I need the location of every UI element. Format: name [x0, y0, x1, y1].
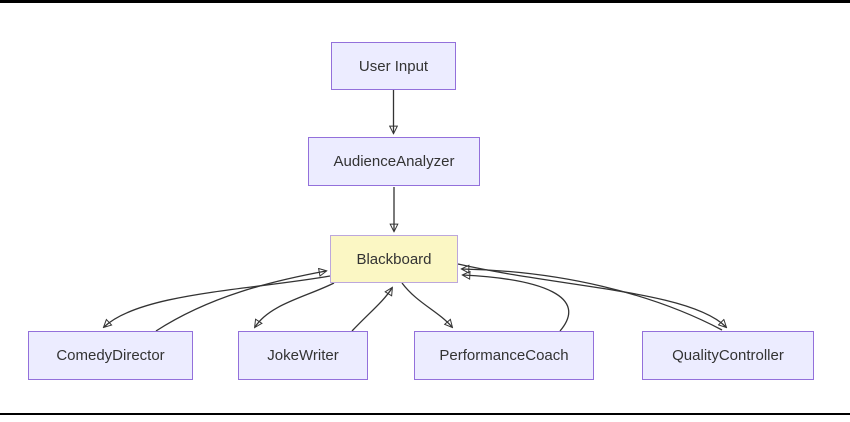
node-performance-coach: PerformanceCoach	[414, 331, 594, 380]
node-comedy-director: ComedyDirector	[28, 331, 193, 380]
node-blackboard-label: Blackboard	[356, 250, 432, 268]
edge-blackboard-to-jokewriter	[255, 282, 335, 327]
edge-blackboard-to-performancecoach	[401, 282, 452, 327]
node-blackboard: Blackboard	[330, 235, 458, 283]
node-audience-analyzer-label: AudienceAnalyzer	[333, 153, 455, 170]
node-performance-coach-label: PerformanceCoach	[439, 347, 569, 364]
node-joke-writer: JokeWriter	[238, 331, 368, 380]
node-user-input-label: User Input	[358, 57, 429, 75]
edge-blackboard-to-comedydirector	[104, 275, 331, 327]
edge-performancecoach-to-blackboard	[463, 275, 570, 332]
edge-comedydirector-to-blackboard	[155, 271, 326, 332]
bottom-frame-rule	[0, 413, 850, 415]
node-joke-writer-label: JokeWriter	[267, 347, 339, 364]
node-user-input: User Input	[331, 42, 456, 90]
node-comedy-director-label: ComedyDirector	[56, 347, 165, 364]
top-frame-rule	[0, 0, 850, 3]
edge-qualitycontroller-to-blackboard	[462, 269, 723, 331]
edge-jokewriter-to-blackboard	[351, 288, 392, 332]
node-quality-controller: QualityController	[642, 331, 814, 380]
node-quality-controller-label: QualityController	[672, 347, 784, 364]
node-audience-analyzer: AudienceAnalyzer	[308, 137, 480, 186]
edge-blackboard-to-qualitycontroller	[457, 263, 726, 327]
